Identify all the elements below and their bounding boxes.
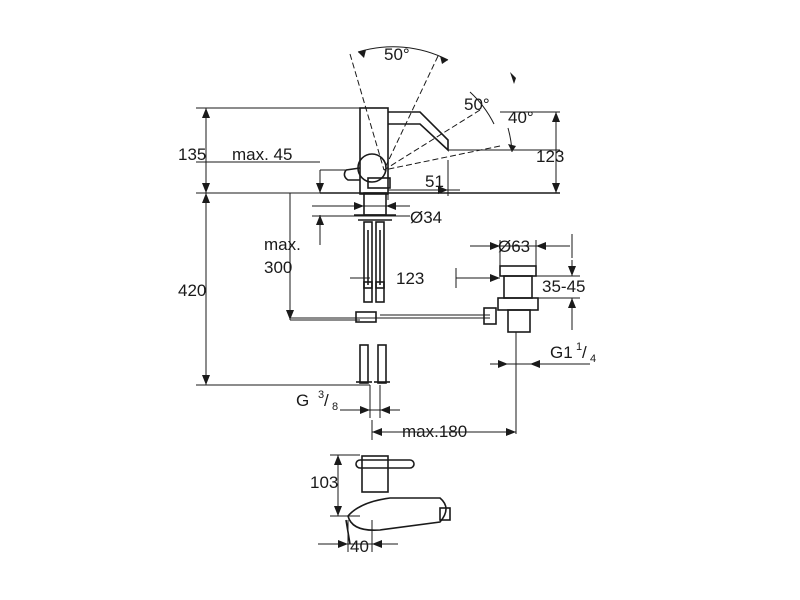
waste-offset-dim bbox=[455, 268, 500, 288]
max-reach-dim bbox=[371, 420, 516, 440]
angle-right-label: 40° bbox=[508, 108, 534, 127]
waste-thread-denominator: 4 bbox=[590, 353, 596, 365]
waste-range-dim bbox=[536, 260, 580, 330]
dim-hole-diameter: Ø34 bbox=[410, 208, 442, 227]
dim-overall-depth: 420 bbox=[178, 281, 206, 300]
supply-thread-denominator: 8 bbox=[332, 401, 338, 413]
supply-thread-dim bbox=[340, 385, 400, 418]
max-hose-dim bbox=[286, 215, 370, 321]
dim-overall-height: 135 bbox=[178, 145, 206, 164]
dim-spout-projection: 51 bbox=[425, 172, 444, 191]
dim-max-hose: max. bbox=[264, 235, 301, 254]
supply-hoses bbox=[356, 221, 390, 384]
pull-rod bbox=[290, 307, 497, 325]
waste-thread-dim bbox=[490, 360, 590, 368]
dim-waste-thread: G1 bbox=[550, 343, 573, 362]
dim-lever-reach: max. 45 bbox=[232, 145, 292, 164]
svg-text:/: / bbox=[582, 343, 587, 362]
waste-diameter-dim bbox=[470, 234, 573, 258]
dim-side-width: 40 bbox=[350, 537, 369, 556]
spout-height-dim bbox=[552, 112, 560, 193]
dim-spout-height: 123 bbox=[536, 147, 564, 166]
side-width-dim bbox=[318, 520, 398, 552]
dim-max-reach: max.180 bbox=[402, 422, 467, 441]
extension-lines bbox=[196, 107, 560, 386]
dim-max-hose-value: 300 bbox=[264, 258, 292, 277]
side-view bbox=[345, 455, 451, 545]
angle-top-label: 50° bbox=[384, 45, 410, 64]
lever-reach-dim bbox=[316, 169, 346, 193]
hole-diameter-dim bbox=[312, 202, 410, 217]
dim-waste-diameter: Ø63 bbox=[498, 237, 530, 256]
dim-supply-thread: G bbox=[296, 391, 309, 410]
waste-assembly bbox=[497, 240, 539, 434]
angle-mid-label: 50° bbox=[464, 95, 490, 114]
waste-thread-numerator: 1 bbox=[576, 341, 582, 353]
side-height-dim bbox=[330, 454, 360, 517]
dim-waste-range: 35-45 bbox=[542, 277, 585, 296]
svg-text:/: / bbox=[324, 391, 329, 410]
spout-projection-dim bbox=[387, 160, 460, 200]
supply-thread-numerator: 3 bbox=[318, 389, 324, 401]
dim-waste-offset: 123 bbox=[396, 269, 424, 288]
dim-side-height: 103 bbox=[310, 473, 338, 492]
vertical-dims-left bbox=[196, 108, 320, 385]
